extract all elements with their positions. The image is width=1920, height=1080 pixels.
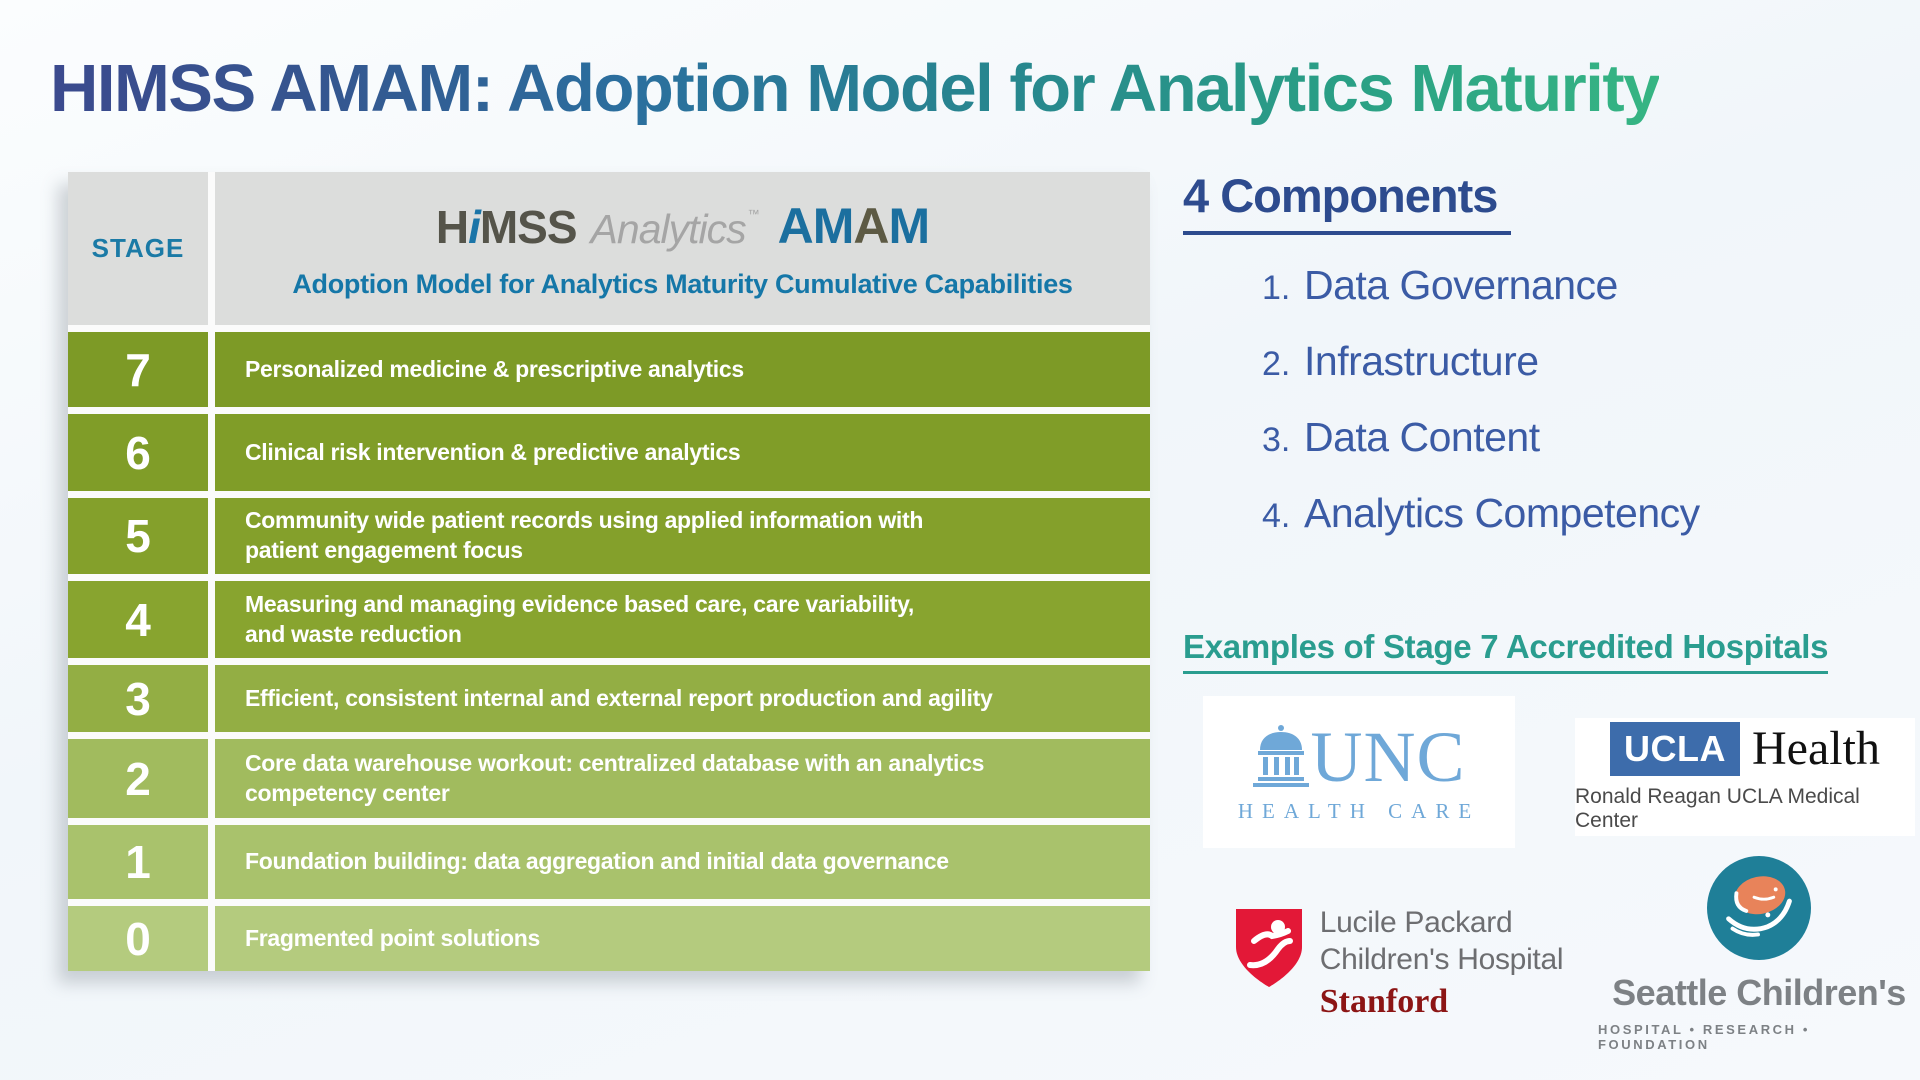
table-row: 3 Efficient, consistent internal and ext…: [68, 665, 1150, 732]
packard-line2: Children's Hospital: [1319, 943, 1564, 976]
stage-description: Measuring and managing evidence based ca…: [245, 590, 914, 647]
unc-wordmark: UNC: [1310, 716, 1466, 797]
himss-wordmark: HiMSS: [435, 201, 578, 253]
seattle-childrens-wordmark: Seattle Children's: [1612, 972, 1906, 1013]
ucla-medical-center-label: Ronald Reagan UCLA Medical Center: [1575, 785, 1860, 832]
lucile-packard-logo: Lucile Packard Children's Hospital Stanf…: [1225, 884, 1570, 1042]
stage-cell: 5: [68, 498, 208, 574]
stage-number: 0: [125, 912, 151, 965]
stage-cell: 2: [68, 739, 208, 818]
components-heading: 4 Components: [1183, 168, 1512, 235]
list-item-number: 4.: [1262, 497, 1291, 535]
stage-cell: 4: [68, 581, 208, 658]
list-item: 1. Data Governance: [1262, 262, 1700, 309]
stage-description: Core data warehouse workout: centralized…: [245, 749, 985, 806]
stage-description-cell: Community wide patient records using app…: [215, 498, 1150, 574]
packard-shield-icon: [1235, 909, 1302, 988]
list-item-label: Infrastructure: [1304, 338, 1539, 384]
stage-description: Fragmented point solutions: [245, 924, 541, 951]
amam-wordmark: AMAM: [777, 198, 931, 254]
list-item-number: 3.: [1262, 421, 1291, 459]
page-title: HIMSS AMAM: Adoption Model for Analytics…: [50, 51, 1660, 126]
stage-number: 5: [125, 510, 151, 562]
list-item-label: Analytics Competency: [1304, 490, 1700, 536]
himss-analytics-label: Analytics: [590, 206, 747, 252]
list-item-number: 1.: [1262, 269, 1291, 307]
himss-analytics-amam-logo: HiMSS Analytics ™ AMAM: [435, 197, 931, 255]
packard-text: Lucile Packard Children's Hospital Stanf…: [1319, 905, 1564, 1021]
seattle-childrens-logo: Seattle Children's HOSPITAL • RESEARCH •…: [1598, 856, 1920, 1052]
stage-description-cell: Clinical risk intervention & predictive …: [215, 414, 1150, 491]
stage-number: 7: [125, 343, 151, 396]
stage-cell: 1: [68, 825, 208, 899]
table-header-main-cell: HiMSS Analytics ™ AMAM Adoption Model fo…: [215, 172, 1150, 325]
packard-line1: Lucile Packard: [1319, 906, 1513, 940]
stage-description: Personalized medicine & prescriptive ana…: [245, 355, 744, 382]
table-row: 6 Clinical risk intervention & predictiv…: [68, 414, 1150, 491]
stage-description: Foundation building: data aggregation an…: [245, 848, 949, 875]
stage-description-cell: Fragmented point solutions: [215, 906, 1150, 971]
list-item: 2. Infrastructure: [1262, 338, 1700, 385]
stage-cell: 6: [68, 414, 208, 491]
stage-description-cell: Efficient, consistent internal and exter…: [215, 665, 1150, 732]
stage-description-cell: Personalized medicine & prescriptive ana…: [215, 332, 1150, 407]
seattle-childrens-tagline: HOSPITAL • RESEARCH • FOUNDATION: [1598, 1022, 1811, 1052]
stage-number: 3: [125, 672, 151, 725]
table-row: 0 Fragmented point solutions: [68, 906, 1150, 971]
table-subtitle: Adoption Model for Analytics Maturity Cu…: [292, 269, 1073, 299]
unc-logo-main: UNC: [1252, 721, 1465, 793]
stage-number: 6: [125, 426, 151, 479]
seattle-childrens-icon: [1707, 856, 1811, 960]
table-row: 7 Personalized medicine & prescriptive a…: [68, 332, 1150, 407]
list-item: 3. Data Content: [1262, 414, 1700, 461]
old-well-icon: [1253, 724, 1310, 787]
stage-number: 4: [125, 593, 151, 646]
list-item-label: Data Governance: [1304, 262, 1618, 308]
stage-number: 2: [125, 752, 151, 805]
stanford-wordmark: Stanford: [1319, 982, 1449, 1020]
stage-header-label: STAGE: [91, 233, 185, 263]
stage-description: Efficient, consistent internal and exter…: [245, 684, 993, 711]
stage-description-cell: Core data warehouse workout: centralized…: [215, 739, 1150, 818]
stage-description-cell: Measuring and managing evidence based ca…: [215, 581, 1150, 658]
packard-logo-main: Lucile Packard Children's Hospital Stanf…: [1232, 905, 1564, 1021]
list-item: 4. Analytics Competency: [1262, 490, 1700, 537]
stage-cell: 3: [68, 665, 208, 732]
unc-health-care-logo: UNC HEALTH CARE: [1203, 696, 1515, 848]
table-row: 5 Community wide patient records using a…: [68, 498, 1150, 574]
components-list: 1. Data Governance 2. Infrastructure 3. …: [1262, 262, 1700, 566]
table-row: 4 Measuring and managing evidence based …: [68, 581, 1150, 658]
examples-heading: Examples of Stage 7 Accredited Hospitals: [1183, 628, 1828, 674]
unc-health-care-label: HEALTH CARE: [1237, 798, 1481, 823]
table-row: 2 Core data warehouse workout: centraliz…: [68, 739, 1150, 818]
stage-header-cell: STAGE: [68, 172, 208, 325]
ucla-logo-main: UCLA Health: [1610, 721, 1880, 776]
stage-cell: 0: [68, 906, 208, 971]
stage-description-cell: Foundation building: data aggregation an…: [215, 825, 1150, 899]
table-header-row: STAGE HiMSS Analytics ™ AMAM Adoption Mo…: [68, 172, 1150, 325]
ucla-health-wordmark: Health: [1752, 722, 1880, 775]
table-row: 1 Foundation building: data aggregation …: [68, 825, 1150, 899]
amam-stages-table: STAGE HiMSS Analytics ™ AMAM Adoption Mo…: [68, 172, 1150, 971]
trademark-mark: ™: [747, 207, 760, 221]
ucla-badge: UCLA: [1610, 721, 1741, 776]
stage-description: Clinical risk intervention & predictive …: [245, 438, 741, 465]
stage-number: 1: [125, 836, 151, 888]
list-item-label: Data Content: [1304, 414, 1540, 460]
list-item-number: 2.: [1262, 345, 1291, 383]
ucla-health-logo: UCLA Health Ronald Reagan UCLA Medical C…: [1575, 718, 1915, 836]
himss-i-letter: i: [468, 201, 481, 253]
stage-cell: 7: [68, 332, 208, 407]
stage-description: Community wide patient records using app…: [245, 507, 924, 563]
